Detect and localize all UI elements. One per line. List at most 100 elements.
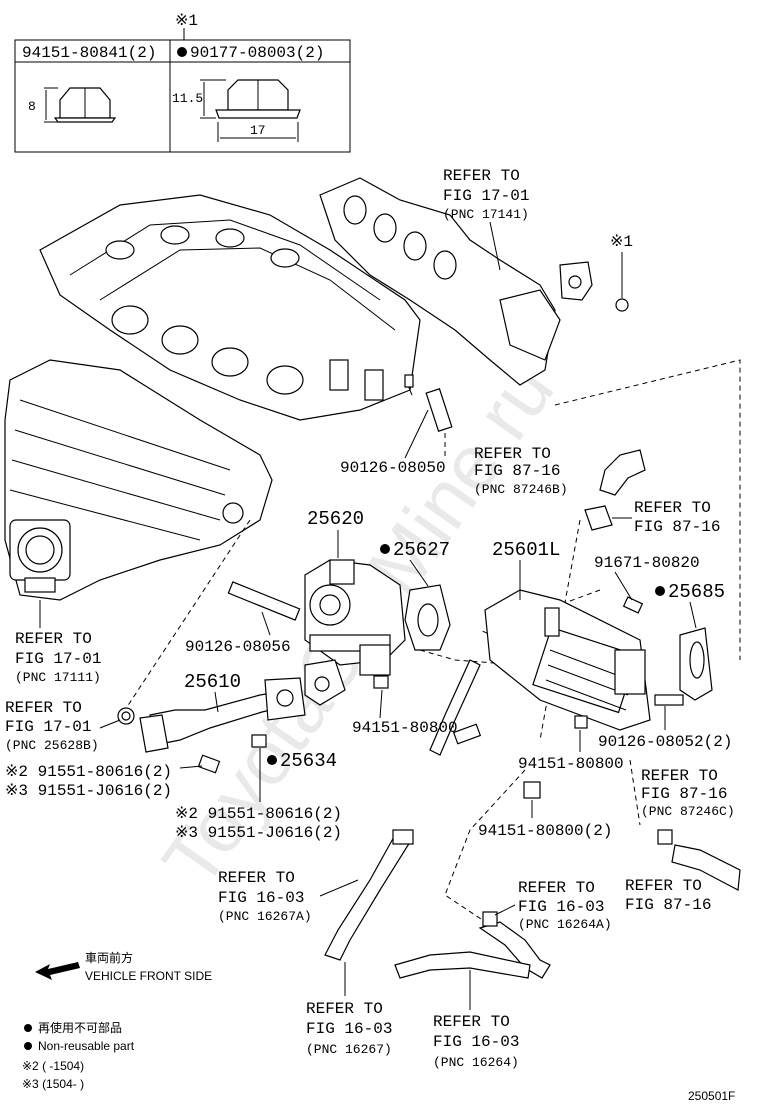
part-25634: 25634 — [280, 750, 337, 772]
svg-text:(PNC 17141): (PNC 17141) — [443, 207, 529, 222]
refer-fig17-01-gasket: REFER TO FIG 17-01 (PNC 25628B) — [5, 699, 99, 753]
stud-bolt — [227, 581, 301, 621]
svg-text:REFER TO: REFER TO — [625, 877, 702, 895]
nonreusable-dot-icon — [655, 586, 665, 596]
svg-text:FIG 16-03: FIG 16-03 — [518, 898, 604, 916]
svg-text:(PNC 17111): (PNC 17111) — [15, 670, 101, 685]
part-94151-80800-b: 94151-80800 — [518, 755, 624, 773]
svg-text:FIG 16-03: FIG 16-03 — [218, 889, 304, 907]
nonreusable-dot-icon — [24, 1024, 32, 1032]
svg-text:(PNC 16267): (PNC 16267) — [306, 1042, 392, 1057]
part-25601L: 25601L — [492, 539, 560, 561]
svg-text:REFER TO: REFER TO — [641, 767, 718, 785]
svg-text:FIG 87-16: FIG 87-16 — [625, 896, 711, 914]
part-91551-J0616-a: ※3 91551-J0616(2) — [5, 782, 172, 800]
nonreusable-dot-icon — [267, 755, 277, 765]
nonreusable-dot-icon — [24, 1042, 32, 1050]
svg-text:FIG 16-03: FIG 16-03 — [306, 1020, 392, 1038]
part-91551-80616-a: ※2 91551-80616(2) — [5, 763, 172, 781]
svg-text:FIG 87-16: FIG 87-16 — [474, 462, 560, 480]
water-hose — [584, 449, 646, 531]
flange-bolt — [197, 734, 267, 774]
svg-text:(PNC 16264): (PNC 16264) — [433, 1055, 519, 1070]
dim-height-1: 8 — [28, 99, 36, 114]
svg-text:FIG 87-16: FIG 87-16 — [641, 785, 727, 803]
gasket — [404, 584, 451, 651]
exhaust-manifold — [319, 177, 629, 386]
figure-code: 250501F — [688, 1089, 735, 1103]
part-25610: 25610 — [184, 671, 241, 693]
svg-text:(PNC 87246C): (PNC 87246C) — [641, 804, 735, 819]
svg-text:FIG 17-01: FIG 17-01 — [5, 718, 91, 736]
flange-nut-icon — [574, 715, 588, 729]
part-90126-08050: 90126-08050 — [340, 459, 446, 477]
svg-text:(PNC 16264A): (PNC 16264A) — [518, 917, 612, 932]
egr-pipe — [139, 677, 306, 753]
svg-text:FIG 87-16: FIG 87-16 — [634, 518, 720, 536]
dim-height-2: 11.5 — [172, 91, 203, 106]
flange-nut-icon — [373, 675, 389, 689]
gasket — [679, 627, 713, 701]
svg-text:REFER TO: REFER TO — [5, 699, 82, 717]
nonreusable-dot-icon — [380, 544, 390, 554]
legend-nonreuse-en: Non-reusable part — [38, 1039, 135, 1053]
front-label-jp: 車両前方 — [85, 950, 133, 965]
part-91551-80616-b: ※2 91551-80616(2) — [175, 805, 342, 823]
svg-text:FIG 17-01: FIG 17-01 — [15, 650, 101, 668]
refer-fig16-03-264: REFER TO FIG 16-03 (PNC 16264) — [433, 1013, 519, 1070]
note-mark-1: ※1 — [610, 233, 633, 251]
refer-fig87-16-c: REFER TO FIG 87-16 (PNC 87246C) — [641, 767, 735, 819]
svg-text:REFER TO: REFER TO — [15, 630, 92, 648]
svg-text:REFER TO: REFER TO — [474, 445, 551, 463]
legend-note-3: ※3 (1504- ) — [22, 1077, 84, 1091]
svg-text:REFER TO: REFER TO — [634, 499, 711, 517]
nonreusable-dot-icon — [177, 47, 187, 57]
flange-nut-icon: 8 — [28, 87, 117, 123]
stud-bolt — [404, 374, 453, 432]
water-pipe — [429, 659, 482, 756]
cylinder-head — [39, 194, 421, 421]
refer-fig17-01-manifold: REFER TO FIG 17-01 (PNC 17141) — [443, 167, 529, 222]
flange-bolt — [622, 596, 644, 614]
flange-nut-icon: 11.5 17 — [172, 79, 301, 142]
table-col1-part: 94151-80841(2) — [22, 44, 156, 62]
refer-fig17-01-intake: REFER TO FIG 17-01 (PNC 17111) — [15, 630, 101, 685]
part-91671-80820: 91671-80820 — [594, 554, 700, 572]
stud-bolt — [654, 694, 684, 706]
svg-text:FIG 17-01: FIG 17-01 — [443, 187, 529, 205]
legend-note-2: ※2 ( -1504) — [22, 1059, 84, 1073]
table-col2-part: 90177-08003(2) — [190, 44, 324, 62]
flange-nut-icon — [615, 298, 629, 312]
part-25627: 25627 — [393, 539, 450, 561]
flange-nut-icon — [523, 781, 541, 799]
refer-fig87-16-right: REFER TO FIG 87-16 — [634, 499, 720, 536]
table-note-mark: ※1 — [175, 12, 198, 30]
part-25620: 25620 — [307, 508, 364, 530]
part-94151-80800-c: 94151-80800(2) — [478, 822, 612, 840]
water-hose — [324, 829, 741, 979]
svg-text:REFER TO: REFER TO — [518, 879, 595, 897]
dim-width-2: 17 — [250, 123, 266, 138]
svg-text:(PNC 87246B): (PNC 87246B) — [474, 482, 568, 497]
svg-text:(PNC 25628B): (PNC 25628B) — [5, 738, 99, 753]
egr-cooler — [484, 589, 651, 731]
legend: 再使用不可部品 Non-reusable part ※2 ( -1504) ※3… — [22, 1020, 135, 1091]
egr-valve — [304, 559, 406, 676]
gasket — [304, 659, 346, 706]
arrow-left-icon — [35, 962, 80, 980]
refer-fig16-03-a: REFER TO FIG 16-03 (PNC 16267A) — [218, 869, 312, 924]
fastener-table: ※1 94151-80841(2) 90177-08003(2) 8 11.5 — [14, 12, 351, 153]
vehicle-front-indicator: 車両前方 VEHICLE FRONT SIDE — [35, 950, 212, 983]
svg-text:REFER TO: REFER TO — [306, 1000, 383, 1018]
part-91551-J0616-b: ※3 91551-J0616(2) — [175, 824, 342, 842]
refer-fig87-16-bottom: REFER TO FIG 87-16 — [625, 877, 711, 914]
part-90126-08056: 90126-08056 — [185, 638, 291, 656]
svg-text:REFER TO: REFER TO — [218, 869, 295, 887]
part-90126-08052: 90126-08052(2) — [598, 733, 732, 751]
front-label-en: VEHICLE FRONT SIDE — [85, 969, 212, 983]
part-94151-80800-a: 94151-80800 — [352, 719, 458, 737]
svg-text:REFER TO: REFER TO — [433, 1013, 510, 1031]
legend-nonreuse-jp: 再使用不可部品 — [38, 1020, 122, 1035]
svg-text:REFER TO: REFER TO — [443, 167, 520, 185]
